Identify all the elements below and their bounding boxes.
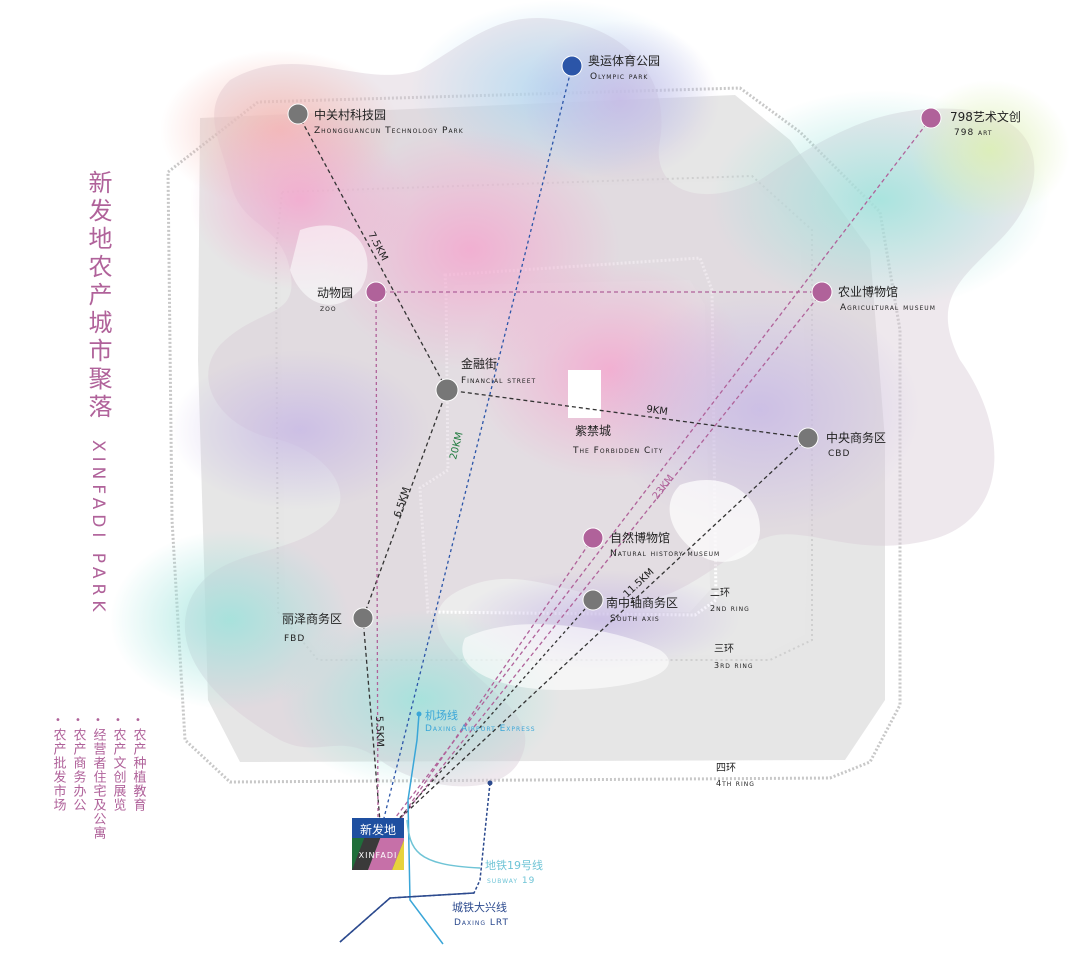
zgc-cn-label: 中关村科技园	[314, 107, 386, 122]
forbidden-cn-label: 紫禁城	[575, 424, 611, 438]
zoo-node[interactable]	[365, 281, 387, 303]
airport-express-line	[407, 713, 444, 945]
program-dot: •	[55, 715, 61, 726]
connection-lines	[297, 65, 932, 823]
cbd-en-label: CBD	[828, 449, 850, 459]
line-finance-cbd	[446, 389, 809, 439]
forbidden-en-label: The Forbidden City	[572, 446, 663, 456]
program-item-1: 农产种植教育	[131, 728, 147, 812]
dist-fbd-xinfadi: 5.5KM	[373, 716, 385, 747]
art798-en-label: 798 art	[954, 128, 993, 138]
airport-cn-label: 机场线	[425, 708, 458, 722]
line-olympic-xinfadi	[382, 65, 573, 823]
daxing-lrt-station	[487, 780, 493, 786]
agri-cn-label: 农业博物馆	[838, 284, 898, 299]
place-labels: 奥运体育公园 Olympic park 中关村科技园 Zhongguancun …	[282, 53, 1021, 644]
void-left	[290, 225, 368, 305]
airport-express-station	[416, 711, 422, 717]
ring4-en-label: 4th ring	[716, 779, 755, 788]
void-right	[669, 480, 760, 562]
airport-en-label: Daxing Airport Express	[425, 724, 536, 734]
agri-en-label: Agricultural museum	[840, 303, 936, 313]
line-zgc-finance	[297, 113, 448, 391]
zgc-node[interactable]	[287, 103, 309, 125]
art798-node[interactable]	[920, 107, 942, 129]
line-zoo-xinfadi	[375, 291, 379, 823]
xinfadi-cn-label: 新发地	[360, 822, 396, 837]
agri-node[interactable]	[811, 281, 833, 303]
zoo-en-label: zoo	[320, 304, 337, 314]
place-nodes	[287, 55, 942, 629]
ring2-cn-label: 二环	[710, 588, 730, 599]
program-item-5: 农产批发市场	[51, 728, 67, 812]
cbd-cn-label: 中央商务区	[826, 430, 886, 445]
daxing-cn-label: 城铁大兴线	[452, 900, 507, 914]
line-cbd-xinfadi	[395, 437, 809, 823]
fourth-ring-road	[166, 86, 902, 784]
finance-en-label: Financial street	[461, 376, 536, 386]
program-item-4: 农产商务办公	[71, 728, 87, 812]
dist-finance-cbd: 9KM	[646, 404, 669, 418]
ring3-cn-label: 三环	[714, 644, 734, 655]
line-agri-xinfadi	[397, 291, 823, 823]
olympic-node[interactable]	[561, 55, 583, 77]
ring-labels: 二环 2nd ring 三环 3rd ring 四环 4th ring	[710, 588, 755, 788]
finance-cn-label: 金融街	[461, 356, 497, 371]
natural-en-label: Natural history museum	[610, 549, 720, 559]
zoo-cn-label: 动物园	[317, 286, 353, 300]
xinfadi-en-label: XINFADI	[359, 851, 398, 860]
program-dot: •	[115, 715, 121, 726]
natural-cn-label: 自然博物馆	[610, 530, 670, 545]
line-natural-xinfadi	[397, 537, 594, 823]
program-item-2: 农产文创展览	[111, 728, 127, 812]
fbd-cn-label: 丽泽商务区	[282, 611, 342, 626]
line-southaxis-xinfadi	[395, 599, 594, 823]
title-en: XINFADI PARK	[88, 440, 108, 617]
cbd-node[interactable]	[797, 427, 819, 449]
olympic-cn-label: 奥运体育公园	[588, 53, 660, 68]
ring4-cn-label: 四环	[716, 763, 736, 774]
transit-labels: 机场线 Daxing Airport Express 地铁19号线 subway…	[425, 708, 543, 928]
transit-lines	[339, 711, 493, 945]
line-fbd-xinfadi	[362, 617, 381, 823]
program-item-3: 经营者住宅及公寓	[91, 728, 107, 840]
daxing-en-label: Daxing LRT	[454, 918, 509, 928]
xinfadi-marker[interactable]: 新发地 XINFADI	[352, 818, 404, 870]
olympic-en-label: Olympic park	[590, 72, 648, 82]
fbd-en-label: FBD	[284, 634, 305, 644]
southaxis-node[interactable]	[582, 589, 604, 611]
subway-19-line	[406, 819, 481, 869]
art798-cn-label: 798艺术文创	[950, 109, 1021, 124]
line-finance-fbd	[362, 389, 448, 619]
natural-node[interactable]	[582, 527, 604, 549]
program-dot: •	[95, 715, 101, 726]
program-list: • 农产种植教育 • 农产文创展览 • 经营者住宅及公寓 • 农产商务办公 • …	[51, 715, 147, 840]
ring3-en-label: 3rd ring	[714, 661, 754, 670]
program-dot: •	[75, 715, 81, 726]
title-cn: 新发地农产城市聚落	[84, 170, 112, 422]
southaxis-cn-label: 南中轴商务区	[606, 595, 678, 610]
southaxis-en-label: South axis	[610, 614, 660, 624]
void-forbidden-city	[568, 370, 601, 418]
subway19-en-label: subway 19	[487, 876, 535, 886]
finance-node[interactable]	[435, 378, 459, 402]
subway19-cn-label: 地铁19号线	[485, 858, 543, 872]
ring2-en-label: 2nd ring	[710, 604, 750, 613]
program-dot: •	[135, 715, 141, 726]
daxing-lrt-solid	[339, 892, 475, 943]
fbd-node[interactable]	[352, 607, 374, 629]
zgc-en-label: Zhongguancun Technology Park	[314, 126, 464, 136]
line-798-xinfadi	[391, 117, 932, 823]
void-bottom	[462, 624, 669, 690]
